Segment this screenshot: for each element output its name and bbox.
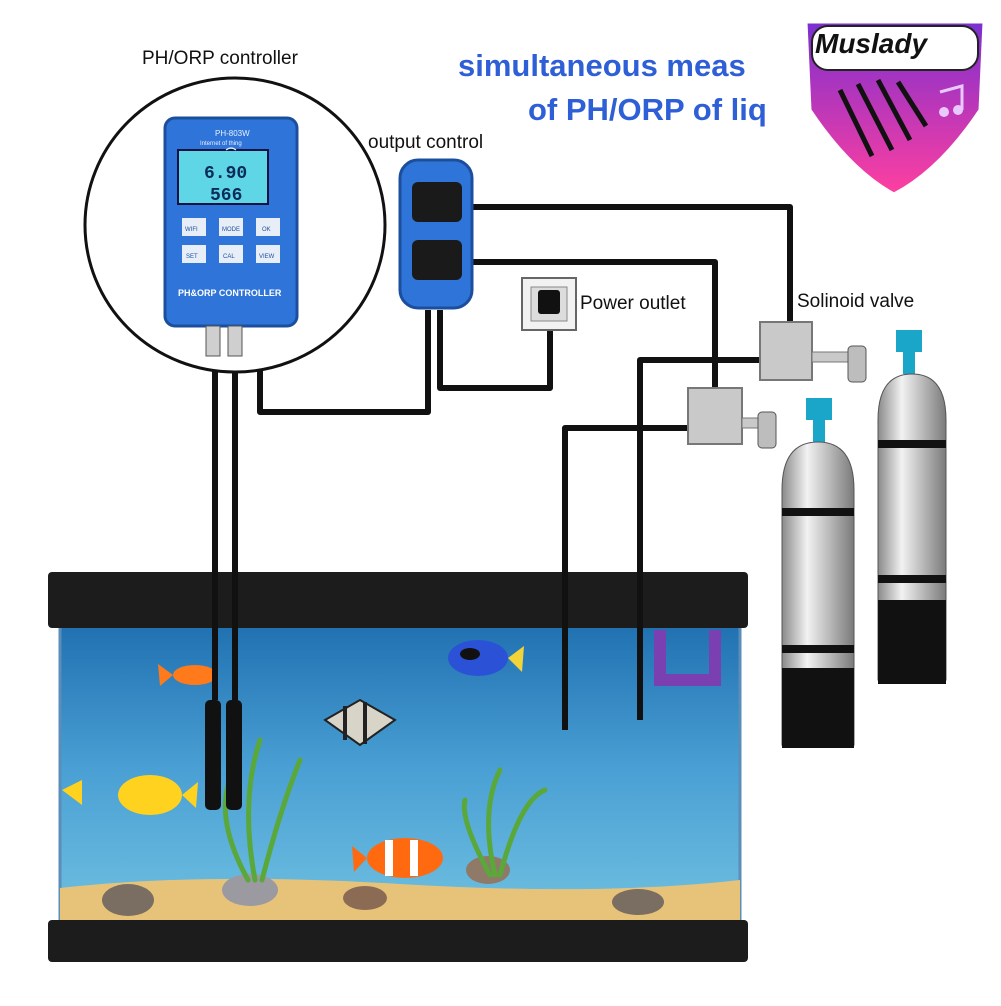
cables bbox=[212, 204, 793, 730]
lcd-ph-reading: 6.90 bbox=[204, 164, 247, 184]
output-control-unit bbox=[398, 158, 474, 310]
music-note-icon bbox=[939, 84, 964, 117]
rock bbox=[343, 886, 387, 910]
ph-orp-probes bbox=[205, 700, 242, 810]
label-solenoid-valve: Solinoid valve bbox=[797, 291, 915, 312]
solenoid-valve-left bbox=[687, 387, 777, 449]
controller-lcd-screen bbox=[177, 149, 269, 205]
rock bbox=[222, 874, 278, 906]
power-outlet bbox=[521, 277, 577, 331]
aquarium-plants bbox=[222, 737, 548, 883]
tank-bottom-frame bbox=[48, 920, 748, 962]
button-label: OK bbox=[262, 227, 271, 233]
device-subtitle: Internet of thing bbox=[200, 141, 242, 147]
button-label: WIFI bbox=[185, 227, 198, 233]
orange-fish bbox=[158, 664, 217, 686]
button-label: MODE bbox=[222, 227, 240, 233]
ph-orp-controller bbox=[163, 116, 299, 357]
piano-keys-icon bbox=[837, 78, 929, 158]
wifi-icon bbox=[225, 147, 237, 151]
muslady-logo bbox=[804, 20, 986, 196]
rock bbox=[612, 889, 664, 915]
rock bbox=[102, 884, 154, 916]
label-power-outlet: Power outlet bbox=[580, 293, 686, 314]
output-socket-2 bbox=[412, 240, 462, 280]
solenoid-valve-right bbox=[759, 321, 867, 383]
label-controller: PH/ORP controller bbox=[142, 48, 298, 69]
headline-line-2: of PH/ORP of liq bbox=[528, 92, 767, 127]
headline-line-1: simultaneous meas bbox=[458, 48, 746, 83]
yellow-tang-fish bbox=[62, 775, 198, 815]
output-socket-1 bbox=[412, 182, 462, 222]
tank-top-frame bbox=[48, 572, 748, 628]
device-panel-text: PH&ORP CONTROLLER bbox=[178, 288, 282, 298]
co2-cylinder-left bbox=[781, 398, 855, 748]
aquarium-tank bbox=[48, 572, 748, 962]
device-model: PH-803W bbox=[215, 129, 250, 138]
button-label: SET bbox=[186, 254, 198, 260]
filter-pipe bbox=[654, 630, 721, 686]
lcd-orp-reading: 566 bbox=[210, 186, 242, 206]
label-output-control: output control bbox=[368, 132, 484, 153]
button-label: VIEW bbox=[259, 254, 275, 260]
brand-logo-text: Muslady bbox=[815, 28, 928, 59]
clownfish bbox=[352, 838, 443, 878]
angelfish bbox=[323, 698, 397, 747]
co2-cylinder-right bbox=[877, 330, 947, 684]
blue-tang-fish bbox=[448, 640, 524, 676]
button-label: CAL bbox=[223, 254, 235, 260]
